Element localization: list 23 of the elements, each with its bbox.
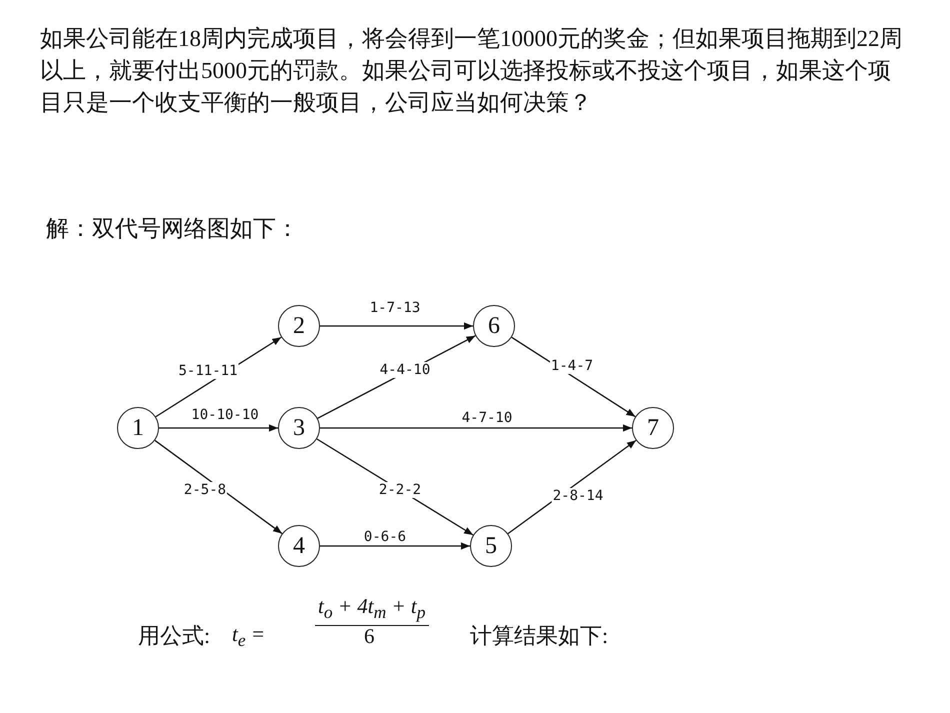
event-circle: 3 bbox=[278, 407, 320, 449]
edge-label: 2-8-14 bbox=[552, 488, 604, 504]
event-circle: 1 bbox=[117, 407, 159, 449]
arrow bbox=[320, 424, 632, 432]
event-circle: 7 bbox=[632, 407, 674, 449]
event-circle: 4 bbox=[278, 525, 320, 567]
formula-lhs: t$_{e}$ = bbox=[232, 621, 266, 652]
result-text: 计算结果如下: bbox=[470, 622, 608, 650]
event-circle: 2 bbox=[278, 305, 320, 347]
edge-label: 1-4-7 bbox=[550, 358, 594, 374]
event-circle: 6 bbox=[473, 305, 515, 347]
formula-numerator: t$_{o}$ + 4t$_{m}$ + t$_{p}$ bbox=[315, 593, 429, 626]
event-circle: 5 bbox=[470, 525, 512, 567]
solution-heading: 解：双代号网络图如下： bbox=[46, 215, 299, 243]
arrow bbox=[159, 424, 278, 432]
arrow bbox=[154, 440, 282, 534]
arrow bbox=[320, 542, 470, 550]
edge-label: 4-4-10 bbox=[378, 362, 432, 378]
formula-prefix: 用公式: bbox=[138, 622, 210, 650]
arrow bbox=[320, 322, 473, 330]
problem-text: 如果公司能在18周内完成项目，将会得到一笔10000元的奖金；但如果项目拖期到22周以上，就要付出5000元的罚款。如果公司可以选择投标或不投这个项目，如果这个项目只是一个收支平衡的一般项目，公司应当如何决策？ bbox=[40, 25, 904, 117]
edge-label: 2-2-2 bbox=[378, 482, 422, 498]
edge-label: 5-11-11 bbox=[178, 363, 238, 379]
